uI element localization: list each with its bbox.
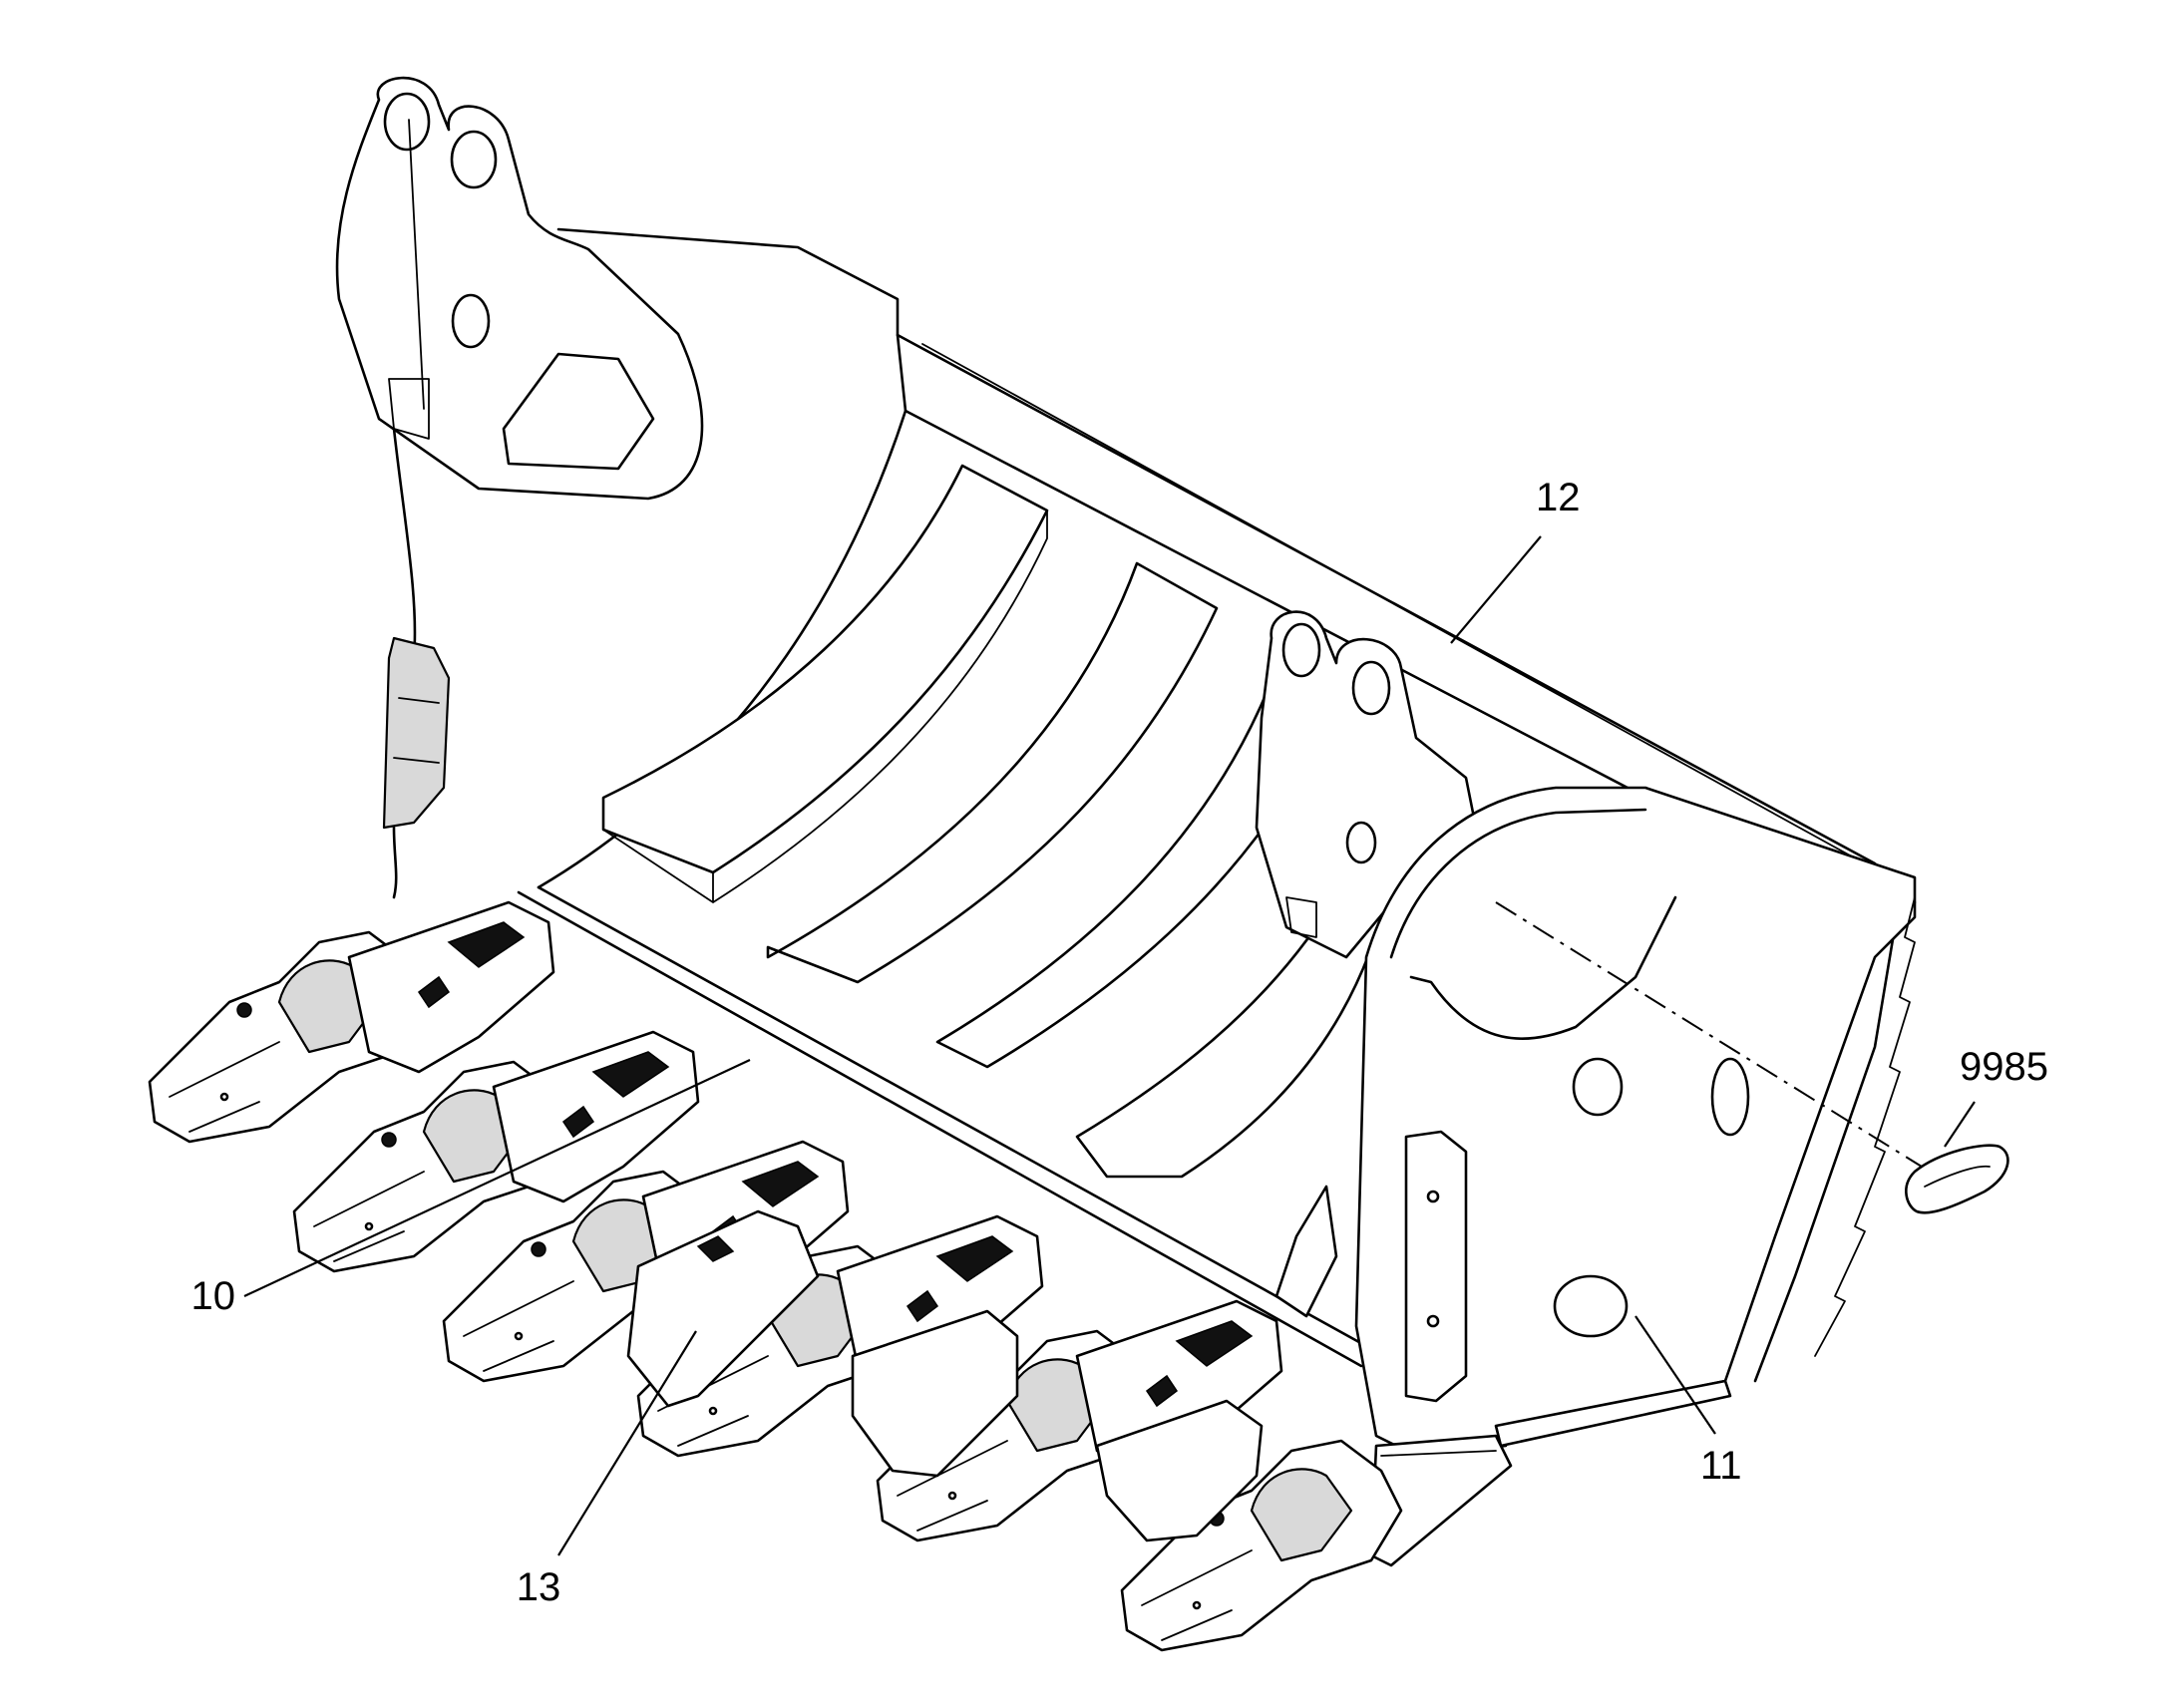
leader-12 (1450, 535, 1542, 644)
tooth-assembly (148, 900, 555, 1144)
tooth-assembly (636, 1214, 1044, 1458)
liner-strips (601, 464, 1398, 1318)
adapter-mark (696, 1235, 735, 1262)
leader-11 (1635, 1315, 1716, 1435)
side-clip-left (382, 427, 451, 899)
liner-strip (766, 561, 1219, 984)
left-lifting-bracket (335, 76, 704, 501)
leader-13 (557, 1330, 697, 1556)
callout-10: 10 (191, 1274, 236, 1318)
callout-leaders (243, 535, 1976, 1556)
callout-9985: 9985 (1960, 1045, 2048, 1089)
side-plate (1354, 786, 1917, 1458)
leader-10 (243, 1059, 751, 1297)
id-plate (1495, 901, 2009, 1214)
bucket-teeth (148, 900, 1403, 1652)
adapter (851, 1309, 1019, 1478)
tooth-assembly (876, 1299, 1283, 1542)
tooth-assembly (1120, 1439, 1403, 1652)
callout-13: 13 (517, 1565, 561, 1609)
callout-12: 12 (1536, 476, 1581, 519)
callout-11: 11 (1700, 1444, 1742, 1488)
centerline (1495, 901, 1931, 1173)
leader-9985 (1944, 1101, 1976, 1148)
liner-strip (601, 464, 1049, 874)
liner-strip (1274, 1185, 1338, 1318)
tooth-assembly (292, 1030, 700, 1273)
callout-labels: 12 9985 10 11 13 (191, 476, 2048, 1609)
adapter (1095, 1399, 1264, 1542)
bucket-shell (517, 227, 1917, 1383)
adapter (626, 1209, 820, 1408)
